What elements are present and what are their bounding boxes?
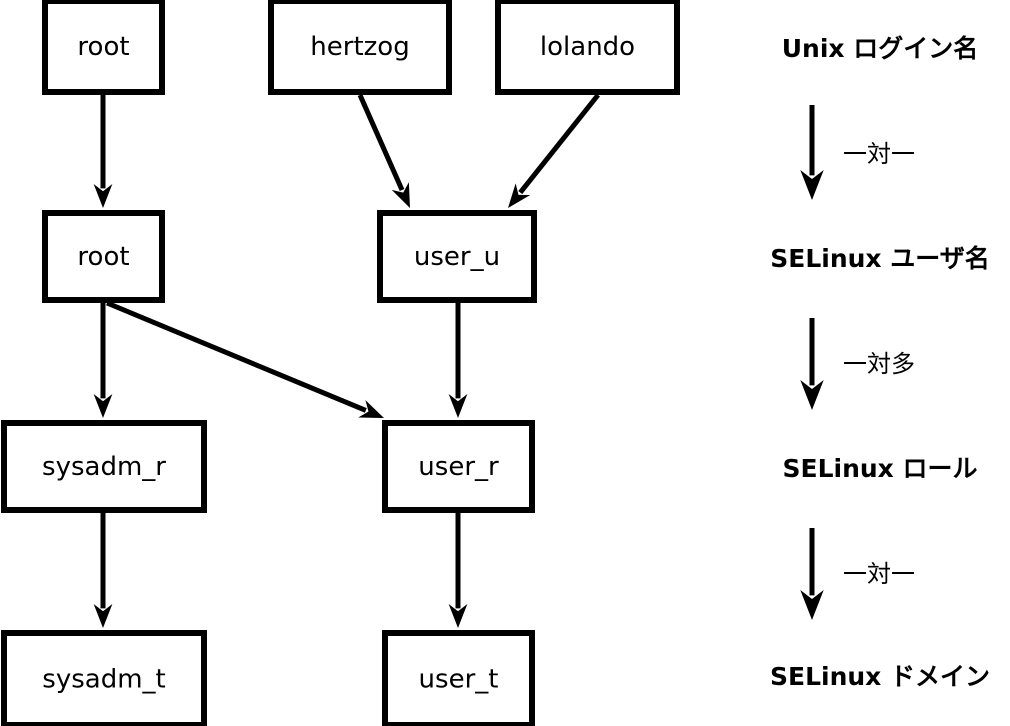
legend-arrow-head-icon [800, 590, 824, 620]
arrow-head-icon [448, 604, 468, 628]
arrow-head-icon [391, 182, 410, 208]
node-role_user_r[interactable]: user_r [382, 420, 535, 513]
relation-role-domain-text: 一対一 [843, 560, 915, 588]
node-label: sysadm_r [42, 452, 166, 482]
arrow-head-icon [93, 184, 113, 208]
node-box[interactable] [377, 210, 537, 303]
node-label: user_u [414, 242, 500, 272]
node-login_lolando[interactable]: lolando [495, 0, 680, 95]
node-label: user_r [418, 452, 499, 482]
node-box[interactable] [382, 420, 535, 513]
node-box[interactable] [495, 0, 680, 95]
edge-seuser_root-to-role_sysadm_r [93, 303, 113, 418]
legend-group: Unix ログイン名 SELinux ユーザ名 SELinux ロール SELinux… [770, 34, 990, 691]
node-label: root [77, 32, 129, 62]
node-label: root [77, 242, 129, 272]
node-label: sysadm_t [42, 665, 165, 695]
node-box[interactable] [382, 630, 535, 726]
legend-domain-label: SELinux ドメイン [770, 662, 990, 691]
node-login_hertzog[interactable]: hertzog [268, 0, 452, 95]
legend-seuser-label: SELinux ユーザ名 [770, 244, 990, 273]
arrow-head-icon [448, 394, 468, 418]
node-box[interactable] [268, 0, 452, 95]
relation-seuser-role-text: 一対多 [843, 350, 915, 378]
edge-seuser_root-to-role_user_r [106, 300, 384, 418]
node-seuser_user_u[interactable]: user_u [377, 210, 537, 303]
legend-arrow-head-icon [800, 380, 824, 410]
arrow-head-icon [93, 394, 113, 418]
edge-login_root-to-seuser_root [93, 95, 113, 208]
node-seuser_root[interactable]: root [42, 210, 165, 303]
node-box[interactable] [42, 210, 165, 303]
node-domain_user_t[interactable]: user_t [382, 630, 535, 726]
node-domain_sysadm_t[interactable]: sysadm_t [1, 630, 207, 726]
edge-login_lolando-to-seuser_user_u [508, 93, 600, 208]
edge-line [357, 93, 405, 192]
node-role_sysadm_r[interactable]: sysadm_r [1, 420, 207, 513]
node-box[interactable] [1, 420, 207, 513]
relation-login-seuser: 一対一 [800, 105, 915, 200]
node-label: hertzog [310, 32, 409, 62]
edge-role_sysadm_r-to-domain_sysadm_t [93, 513, 113, 628]
node-box[interactable] [42, 0, 165, 95]
node-login_root[interactable]: root [42, 0, 165, 95]
edge-login_hertzog-to-seuser_user_u [357, 93, 410, 208]
edge-line [518, 93, 600, 195]
arrow-head-icon [93, 604, 113, 628]
legend-login-label: Unix ログイン名 [782, 34, 979, 63]
node-label: lolando [540, 32, 635, 62]
relation-role-domain: 一対一 [800, 528, 915, 620]
relation-login-seuser-text: 一対一 [843, 140, 915, 168]
edges-group [93, 93, 600, 628]
legend-arrow-head-icon [800, 170, 824, 200]
edge-line [106, 300, 367, 413]
arrow-head-icon [508, 183, 531, 208]
edge-role_user_r-to-domain_user_t [448, 513, 468, 628]
arrow-head-icon [358, 400, 384, 418]
legend-role-label: SELinux ロール [782, 454, 977, 483]
edge-seuser_user_u-to-role_user_r [448, 303, 468, 418]
node-box[interactable] [1, 630, 207, 726]
node-label: user_t [419, 665, 499, 695]
relation-seuser-role: 一対多 [800, 318, 915, 410]
